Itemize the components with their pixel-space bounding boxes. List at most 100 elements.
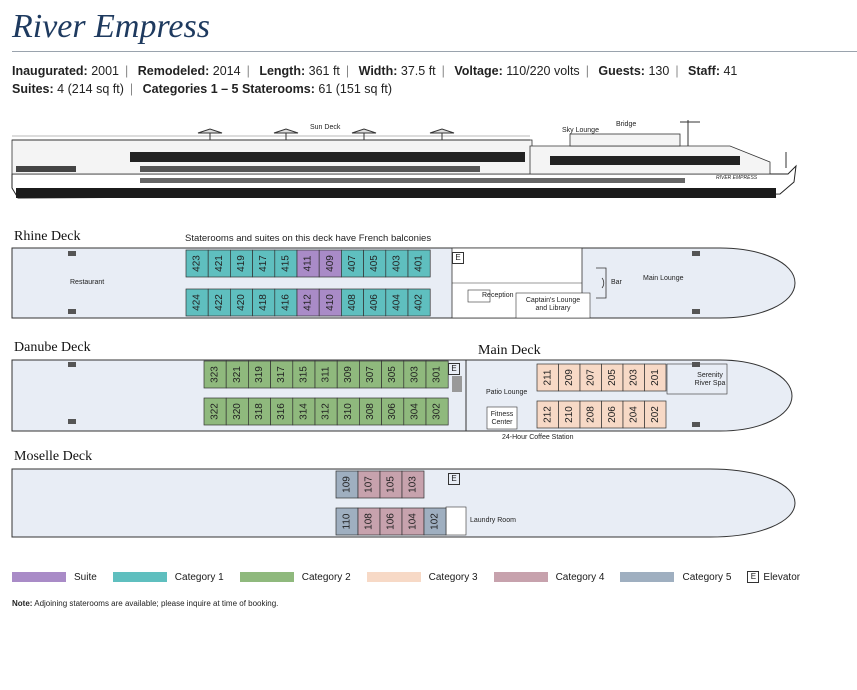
legend-swatch-3 <box>366 572 421 582</box>
rhine-deck-note: Staterooms and suites on this deck have … <box>185 233 432 244</box>
restaurant-label: Restaurant <box>70 279 105 286</box>
stateroom-number: 315 <box>298 366 309 383</box>
danube-deck-title: Danube Deck <box>14 340 91 355</box>
stateroom-number: 421 <box>214 255 225 272</box>
main-deck-title: Main Deck <box>478 343 541 358</box>
stateroom-number: 108 <box>364 513 375 530</box>
umbrellas <box>197 128 455 140</box>
stateroom-number: 312 <box>321 403 332 420</box>
stateroom-number: 109 <box>342 476 353 493</box>
stateroom-401 <box>407 249 431 278</box>
main-stairs <box>692 362 700 427</box>
stateroom-number: 404 <box>391 294 402 311</box>
stateroom-number: 410 <box>325 294 336 311</box>
stateroom-number: 424 <box>192 294 203 311</box>
stateroom-number: 416 <box>280 294 291 311</box>
stateroom-202 <box>644 400 667 429</box>
stateroom-201 <box>644 363 667 392</box>
portholes <box>140 178 510 183</box>
stateroom-number: 403 <box>391 255 402 272</box>
stateroom-number: 103 <box>408 476 419 493</box>
legend-suite: Suite <box>12 572 97 583</box>
coffee-station-label: 24-Hour Coffee Station <box>502 434 574 441</box>
main-lounge-label: Main Lounge <box>643 275 684 282</box>
stateroom-number: 406 <box>369 294 380 311</box>
stateroom-number: 306 <box>387 403 398 420</box>
fitness-center-label: Fitness Center <box>490 411 514 426</box>
moselle-deck-title: Moselle Deck <box>14 449 93 464</box>
legend-category-3: Category 3 <box>366 572 478 583</box>
stateroom-number: 317 <box>276 366 287 383</box>
rhine-stairs <box>68 251 700 314</box>
stateroom-number: 205 <box>607 369 618 386</box>
laundry-room-label: Laundry Room <box>470 517 516 524</box>
stateroom-102 <box>423 507 447 536</box>
legend-swatch-1 <box>112 572 167 582</box>
stateroom-number: 212 <box>542 406 553 423</box>
stateroom-number: 311 <box>321 366 332 382</box>
stateroom-103 <box>401 470 425 499</box>
stateroom-number: 310 <box>343 403 354 420</box>
stateroom-number: 208 <box>585 406 596 423</box>
patio-lounge-label: Patio Lounge <box>486 389 528 396</box>
stateroom-number: 420 <box>236 294 247 311</box>
spec-voltage: Voltage: 110/220 volts <box>454 64 580 78</box>
elevator-key-icon: E <box>747 571 760 583</box>
stateroom-number: 418 <box>258 294 269 311</box>
spec-guests: Guests: 130 <box>598 64 670 78</box>
stateroom-number: 412 <box>303 294 314 311</box>
stateroom-number: 320 <box>232 403 243 420</box>
spec-staff: Staff: 41 <box>688 64 738 78</box>
stateroom-number: 301 <box>432 366 443 383</box>
stateroom-number: 203 <box>628 369 639 386</box>
stateroom-number: 206 <box>607 406 618 423</box>
legend: Suite Category 1 Category 2 Category 3 C… <box>12 570 816 584</box>
stateroom-number: 405 <box>369 255 380 272</box>
spec-length: Length: 361 ft <box>259 64 340 78</box>
stateroom-number: 105 <box>386 476 397 493</box>
stateroom-number: 411 <box>303 255 314 271</box>
ship-profile: Sun Deck Sky Lounge Bridge RIVER EMPRESS <box>11 120 797 199</box>
stateroom-number: 210 <box>564 406 575 423</box>
stateroom-number: 110 <box>342 513 353 529</box>
captains-lounge-room <box>515 292 591 319</box>
legend-category-5: Category 5 <box>620 572 731 583</box>
danube-stair-block <box>452 376 462 392</box>
bar-label: Bar <box>611 279 622 286</box>
bar-counter <box>596 267 607 299</box>
stateroom-number: 202 <box>650 406 661 423</box>
stateroom-number: 211 <box>542 369 553 385</box>
stateroom-number: 308 <box>365 403 376 420</box>
legend-swatch-suite <box>12 572 66 582</box>
legend-category-4: Category 4 <box>493 572 604 583</box>
rhine-stair <box>467 289 491 303</box>
legend-swatch-5 <box>620 572 675 582</box>
stateroom-number: 106 <box>386 513 397 530</box>
ship-specs: Inaugurated: 2001| Remodeled: 2014| Leng… <box>12 64 738 96</box>
spec-suites: Suites: 4 (214 sq ft) <box>12 82 124 96</box>
ship-title: River Empress <box>12 8 210 45</box>
stateroom-number: 316 <box>276 403 287 420</box>
legend-swatch-2 <box>239 572 294 582</box>
stateroom-number: 323 <box>210 366 221 383</box>
stateroom-number: 321 <box>232 366 243 383</box>
moselle-deck-outline <box>11 468 796 538</box>
stateroom-number: 201 <box>650 369 661 386</box>
spec-remodeled: Remodeled: 2014 <box>137 64 241 78</box>
hull-name-label: RIVER EMPRESS <box>716 175 758 181</box>
title-rule <box>12 51 857 52</box>
danube-stairs <box>68 362 76 424</box>
stateroom-number: 107 <box>364 476 375 493</box>
stateroom-number: 415 <box>280 255 291 272</box>
laundry-room <box>445 506 467 536</box>
stateroom-number: 402 <box>414 294 425 311</box>
lower-windows <box>140 166 480 172</box>
spa-label: Serenity River Spa <box>694 372 726 387</box>
rhine-elevator: E <box>452 252 464 264</box>
bridge-house <box>569 133 681 147</box>
stateroom-number: 104 <box>408 513 419 530</box>
reception-label: Reception <box>482 292 514 299</box>
spec-inaugurated: Inaugurated: 2001 <box>12 64 119 78</box>
stateroom-302 <box>425 397 449 426</box>
